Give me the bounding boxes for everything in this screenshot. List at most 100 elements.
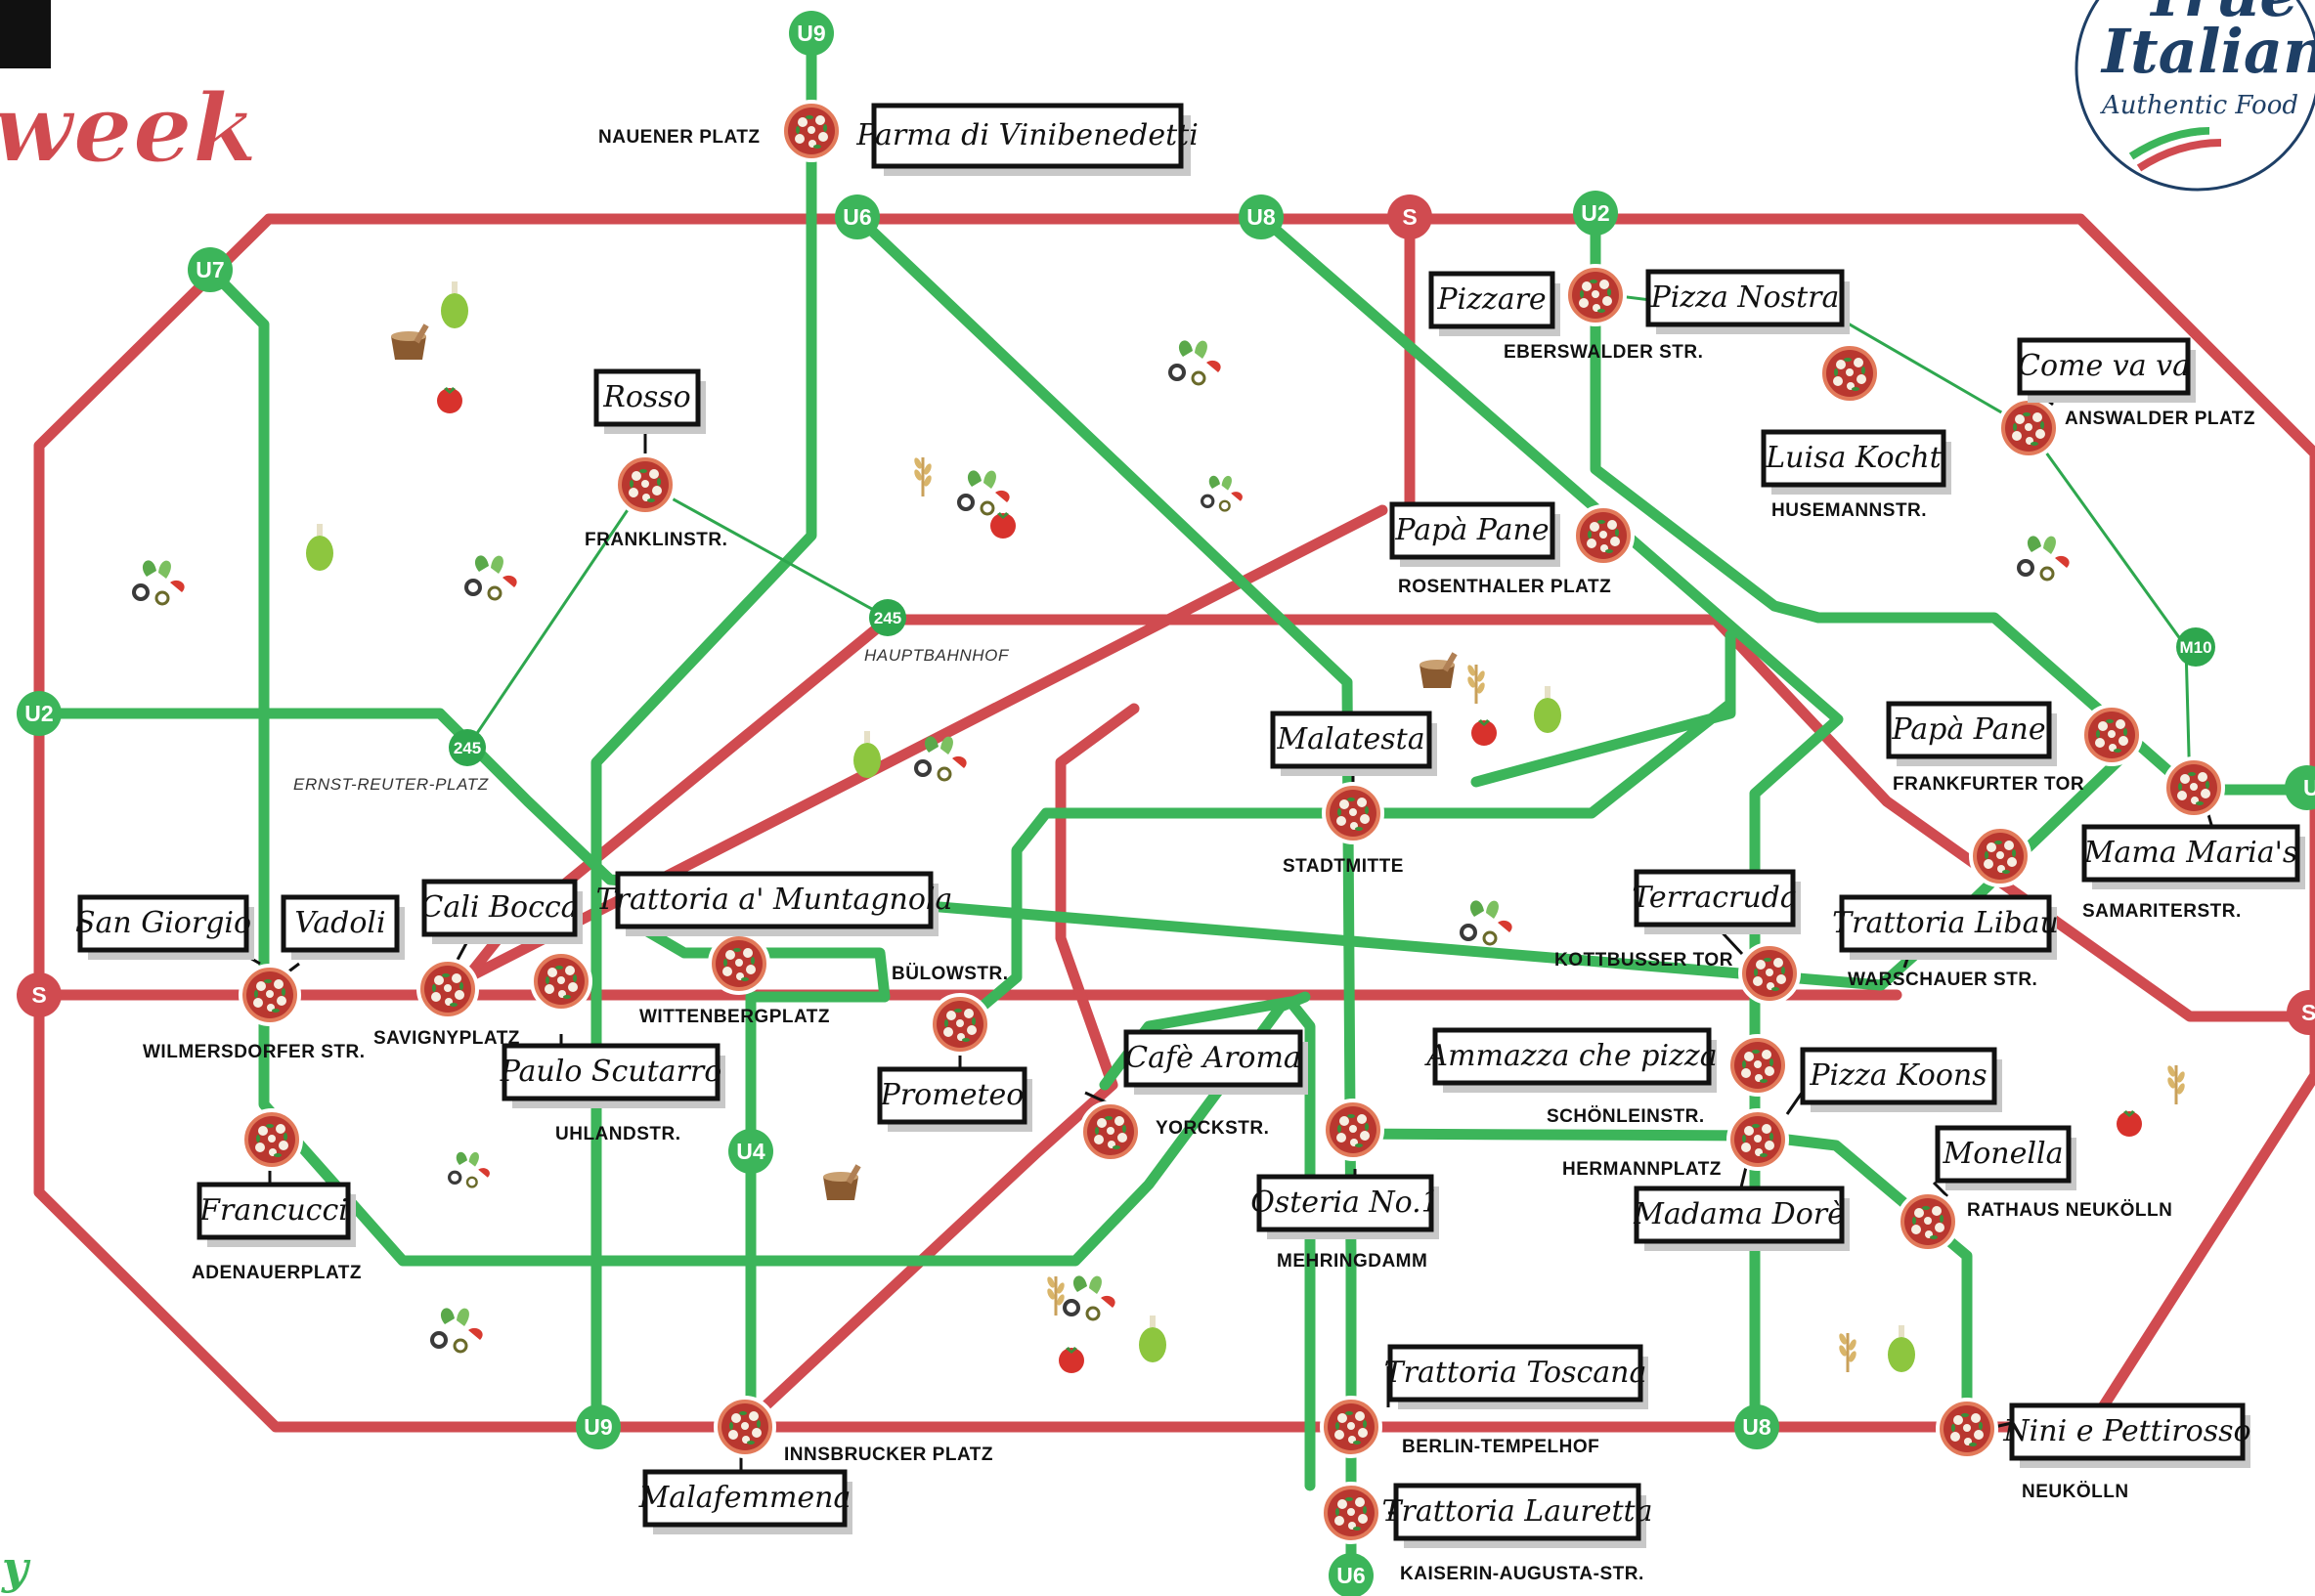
pizza-stop-icon[interactable] bbox=[614, 453, 677, 516]
pizza-stop-icon[interactable] bbox=[1897, 1190, 1959, 1253]
pizza-stop-icon[interactable] bbox=[708, 932, 770, 995]
line-badge-u7[interactable]: U7 bbox=[188, 247, 233, 292]
restaurant-papa-pane-frankfurter[interactable]: Papà Pane bbox=[1886, 701, 2057, 766]
pizza-stop-icon[interactable] bbox=[780, 100, 843, 162]
restaurant-nini-e-pettirosso[interactable]: Nini e Pettirosso bbox=[2002, 1402, 2251, 1468]
svg-text:M10: M10 bbox=[2179, 638, 2211, 657]
restaurant-pizza-nostra[interactable]: Pizza Nostra bbox=[1645, 269, 1850, 334]
line-badge-u2-top[interactable]: U2 bbox=[1573, 191, 1618, 236]
restaurant-trattoria-muntagnola[interactable]: Trattoria a' Muntagnola bbox=[596, 871, 953, 936]
restaurant-parma[interactable]: Parma di Vinibenedetti bbox=[855, 103, 1199, 176]
pizza-stop-icon[interactable] bbox=[1320, 1396, 1382, 1458]
line-badge-m10[interactable]: M10 bbox=[2176, 627, 2215, 667]
restaurant-paulo-scutarro[interactable]: Paulo Scutarro bbox=[500, 1043, 725, 1108]
wheat-icon bbox=[1044, 1273, 1068, 1317]
pizza-stop-icon[interactable] bbox=[240, 1108, 303, 1171]
restaurant-malatesta[interactable]: Malatesta bbox=[1270, 711, 1437, 776]
svg-text:Monella: Monella bbox=[1943, 1137, 2064, 1171]
line-u7-east bbox=[1345, 1128, 1973, 1433]
line-badge-u4[interactable]: U4 bbox=[728, 1129, 773, 1174]
svg-text:Nini e Pettirosso: Nini e Pettirosso bbox=[2002, 1414, 2250, 1448]
restaurant-mama-marias[interactable]: Mama Maria's bbox=[2081, 824, 2305, 889]
restaurant-luisa-kocht[interactable]: Luisa Kocht bbox=[1761, 429, 1951, 495]
line-badge-u9-top[interactable]: U9 bbox=[789, 11, 834, 56]
pizza-stop-icon[interactable] bbox=[714, 1396, 776, 1458]
restaurant-ammazza-che-pizza[interactable]: Ammazza che pizza bbox=[1423, 1027, 1718, 1093]
pizza-stop-icon[interactable] bbox=[1738, 942, 1801, 1005]
restaurant-san-giorgio[interactable]: San Giorgio bbox=[75, 894, 254, 960]
pizza-stop-icon[interactable] bbox=[2080, 704, 2143, 766]
pizza-stop-icon[interactable] bbox=[239, 964, 301, 1026]
restaurant-madama-dore[interactable]: Madama Dorè bbox=[1633, 1186, 1850, 1251]
pizza-stop-icon[interactable] bbox=[1564, 264, 1627, 326]
restaurant-come-va-va[interactable]: Come va va bbox=[2017, 337, 2196, 403]
line-badge-u2-left[interactable]: U2 bbox=[17, 691, 62, 736]
pizza-stop-icon[interactable] bbox=[2162, 756, 2225, 819]
pizza-stop-icon[interactable] bbox=[1572, 504, 1635, 567]
restaurant-pizzare[interactable]: Pizzare bbox=[1428, 271, 1560, 336]
pizza-stop-icon[interactable] bbox=[1320, 1482, 1382, 1544]
restaurant-papa-pane-rosenthaler[interactable]: Papà Pane bbox=[1389, 501, 1560, 567]
line-badge-u5[interactable]: U5 bbox=[2285, 765, 2315, 810]
line-badge-s-right[interactable]: S bbox=[2287, 990, 2315, 1035]
line-badge-bus-245-west[interactable]: 245 bbox=[449, 729, 486, 766]
pizza-stop-icon[interactable] bbox=[530, 950, 592, 1013]
station-berlin-tempelhof: BERLIN-TEMPELHOF bbox=[1402, 1437, 1599, 1457]
restaurant-trattoria-libau[interactable]: Trattoria Libau bbox=[1832, 894, 2059, 960]
pizza-stop-icon[interactable] bbox=[1726, 1034, 1789, 1097]
svg-text:U6: U6 bbox=[843, 204, 871, 230]
svg-text:Vadoli: Vadoli bbox=[294, 906, 385, 940]
svg-text:U8: U8 bbox=[1742, 1414, 1771, 1440]
pizza-stop-icon[interactable] bbox=[1726, 1108, 1789, 1171]
svg-text:Malatesta: Malatesta bbox=[1276, 722, 1424, 756]
pizza-stop-icon[interactable] bbox=[1969, 825, 2031, 887]
pizza-stop-icon[interactable] bbox=[1079, 1100, 1142, 1163]
restaurant-osteria-no1[interactable]: Osteria No.1 bbox=[1250, 1174, 1440, 1239]
line-badge-s-top[interactable]: S bbox=[1387, 194, 1432, 239]
svg-text:Papà Pane: Papà Pane bbox=[1891, 712, 2045, 747]
line-badge-s-left[interactable]: S bbox=[17, 972, 62, 1017]
station-yorckstr: YORCKSTR. bbox=[1156, 1118, 1269, 1139]
restaurant-cafe-aroma[interactable]: Cafè Aroma bbox=[1123, 1029, 1308, 1095]
restaurant-prometeo[interactable]: Prometeo bbox=[877, 1066, 1032, 1132]
line-badge-u8-top[interactable]: U8 bbox=[1239, 194, 1284, 239]
bus-245-line bbox=[465, 482, 889, 749]
pizza-stop-icon[interactable] bbox=[1997, 397, 2060, 459]
pizza-stops bbox=[239, 100, 2225, 1544]
station-wilmersdorfer-str: WILMERSDORFER STR. bbox=[143, 1042, 366, 1062]
pizza-stop-icon[interactable] bbox=[1936, 1398, 1998, 1460]
herbs-icon bbox=[1063, 1273, 1117, 1321]
pizza-stop-icon[interactable] bbox=[1322, 1099, 1384, 1161]
line-u5-loop bbox=[947, 629, 1736, 1037]
svg-text:U2: U2 bbox=[1581, 200, 1609, 226]
svg-text:Madama Dorè: Madama Dorè bbox=[1633, 1197, 1845, 1231]
ubahn-lines bbox=[33, 27, 2315, 1596]
restaurant-cali-bocca[interactable]: Cali Bocca bbox=[420, 879, 583, 944]
svg-text:Pizza Nostra: Pizza Nostra bbox=[1650, 280, 1840, 315]
line-u9 bbox=[590, 27, 817, 1433]
pizza-stop-icon[interactable] bbox=[416, 958, 479, 1020]
line-badge-u6-bottom[interactable]: U6 bbox=[1329, 1553, 1374, 1596]
line-badge-u8-bottom[interactable]: U8 bbox=[1734, 1404, 1779, 1449]
line-badge-u9-bottom[interactable]: U9 bbox=[576, 1404, 621, 1449]
logo-tagline: Authentic Food bbox=[2100, 91, 2298, 120]
restaurant-trattoria-toscana[interactable]: Trattoria Toscana bbox=[1384, 1344, 1648, 1409]
restaurant-francucci[interactable]: Francucci bbox=[197, 1182, 356, 1247]
pizza-stop-icon[interactable] bbox=[1818, 342, 1881, 405]
restaurant-vadoli[interactable]: Vadoli bbox=[281, 894, 405, 960]
restaurant-trattoria-lauretta[interactable]: Trattoria Lauretta bbox=[1382, 1483, 1653, 1548]
restaurant-terracruda[interactable]: Terracruda bbox=[1632, 869, 1801, 934]
pizza-stop-icon[interactable] bbox=[929, 993, 991, 1056]
restaurant-monella[interactable]: Monella bbox=[1935, 1125, 2076, 1190]
restaurant-rosso[interactable]: Rosso bbox=[593, 368, 706, 434]
restaurant-malafemmena[interactable]: Malafemmena bbox=[638, 1469, 852, 1534]
pizza-stop-icon[interactable] bbox=[1322, 782, 1384, 844]
logo-word-italian: Italian bbox=[2100, 16, 2315, 87]
restaurant-labels: Parma di Vinibenedetti Pizzare Pizza Nos… bbox=[75, 103, 2305, 1548]
line-badge-bus-245-east[interactable]: 245 bbox=[869, 599, 906, 636]
tomato-icon bbox=[1059, 1347, 1084, 1373]
station-schonleinstr: SCHÖNLEINSTR. bbox=[1547, 1106, 1705, 1127]
herbs-icon bbox=[1200, 474, 1245, 513]
line-badge-u6-top[interactable]: U6 bbox=[835, 194, 880, 239]
restaurant-pizza-koons[interactable]: Pizza Koons bbox=[1800, 1047, 2002, 1112]
